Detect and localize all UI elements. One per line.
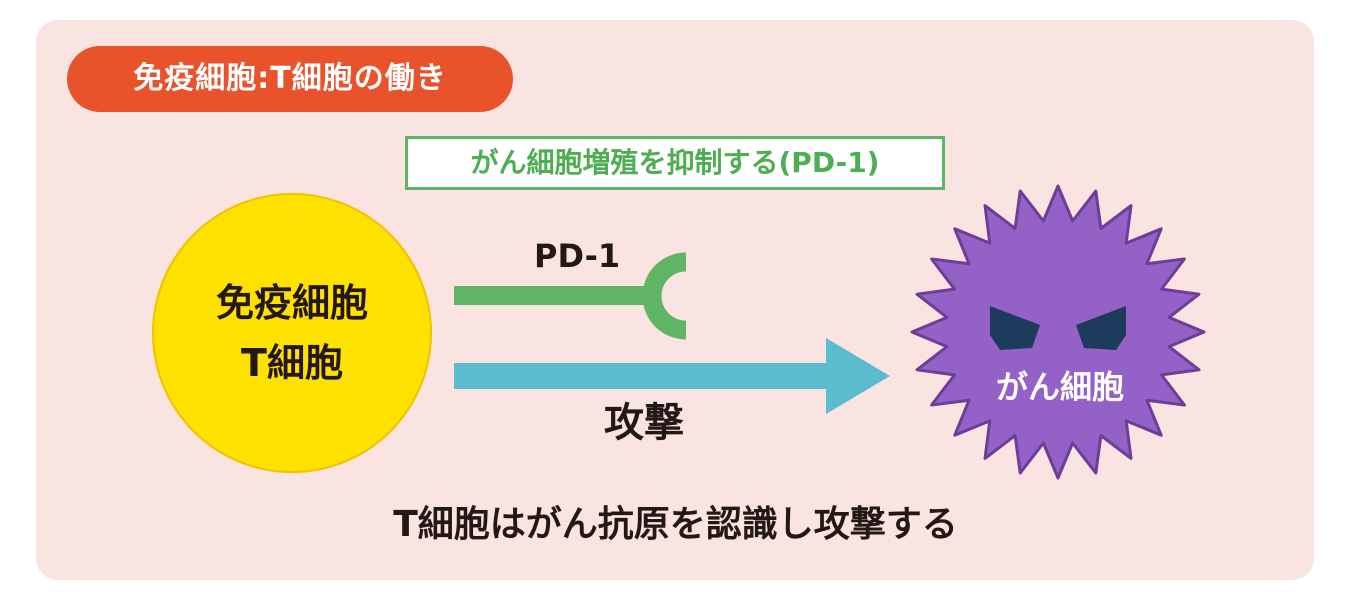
pd1-cup <box>642 252 687 340</box>
pd1-receptor <box>454 252 687 340</box>
bottom-caption: T細胞はがん抗原を認識し攻撃する <box>393 504 958 545</box>
t-cell-label-line1: 免疫細胞 <box>215 281 368 325</box>
attack-arrow <box>454 338 890 414</box>
cancer-cell-left-eye <box>990 306 1040 350</box>
title-badge: 免疫細胞:T細胞の働き <box>67 46 513 112</box>
t-cell-label-line2: T細胞 <box>241 341 343 385</box>
cancer-cell-label: がん細胞 <box>995 368 1124 406</box>
pd1-bar <box>454 286 654 305</box>
t-cell: 免疫細胞 T細胞 <box>152 193 432 473</box>
pd1-description-box: がん細胞増殖を抑制する(PD-1) <box>405 136 945 190</box>
attack-arrow-head <box>826 338 890 414</box>
cancer-cell <box>910 184 1206 480</box>
cancer-cell-right-eye <box>1076 306 1126 350</box>
pd1-label: PD-1 <box>534 237 621 275</box>
attack-arrow-shaft <box>454 363 834 389</box>
attack-label: 攻撃 <box>604 400 684 446</box>
cancer-cell-body <box>910 184 1206 480</box>
